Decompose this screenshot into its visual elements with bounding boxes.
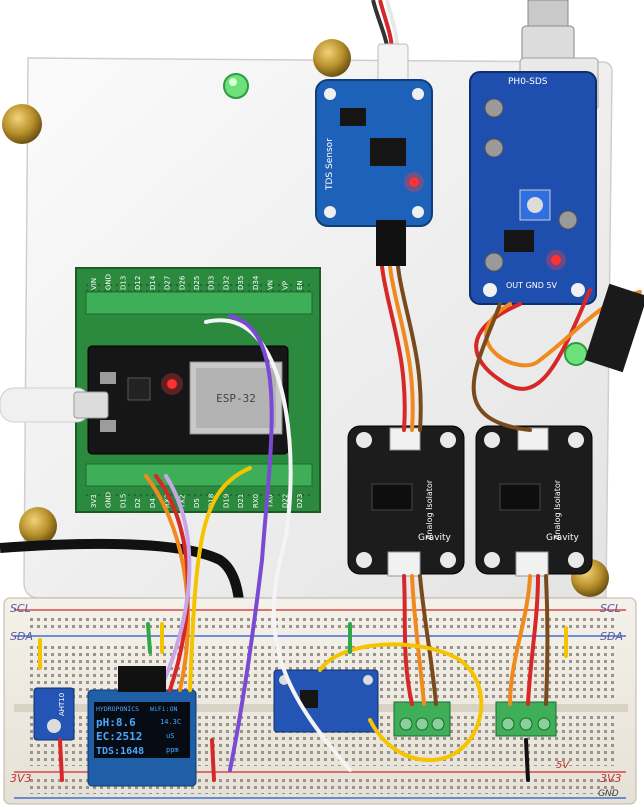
isolator-2-label: Analog Isolator: [553, 479, 562, 540]
pcb-bottom-pin-d21: D21: [237, 494, 245, 508]
pcb-bottom-pin-3v3: 3V3: [90, 494, 98, 508]
rail-left-sda: SDA: [10, 630, 33, 643]
pcb-top-pin-d14: D14: [149, 275, 157, 290]
rail-right-sda: SDA: [600, 630, 623, 643]
usb-cable: [0, 387, 109, 423]
pcb-top-pin-vn: VN: [267, 280, 275, 290]
pcb-top-pin-d27: D27: [164, 276, 172, 290]
esp32-devkit: ESP-32: [87, 345, 289, 455]
pcb-top-pin-d32: D32: [222, 276, 230, 290]
pcb-top-pin-d13: D13: [119, 276, 127, 290]
isolator-2-brand: Gravity: [546, 533, 580, 543]
screw-terminal-1: [393, 701, 451, 737]
pcb-top-pin-d25: D25: [193, 276, 201, 290]
pcb-top-pin-d34: D34: [252, 275, 260, 290]
pcb-top-pin-vp: VP: [281, 281, 289, 290]
tds-sensor-board: TDS Sensor: [315, 79, 433, 227]
adc-module: [273, 669, 379, 733]
oled-line1-temp: 14.3C: [160, 718, 181, 726]
tds-label: TDS Sensor: [325, 138, 335, 191]
pcb-top-pin-d33: D33: [208, 276, 216, 290]
analog-isolator-2: Analog Isolator Gravity: [475, 425, 593, 577]
oled-display: HYDROPONICS WiFi:ON pH:8.6 14.3C EC:2512…: [87, 689, 197, 787]
ph-board-pins: OUT GND 5V: [506, 281, 558, 290]
pcb-header-top-labels: VIN GND D13 D12 D14 D27 D26 D25 D33 D32 D35 D34 VN VP…: [90, 274, 304, 290]
oled-title-left: HYDROPONICS: [96, 705, 139, 713]
chip-label: ESP-32: [216, 392, 256, 405]
rail-bottom-gnd: GND: [598, 789, 619, 799]
green-led-right: [564, 342, 588, 366]
pcb-bottom-pin-d19: D19: [222, 494, 230, 508]
pcb-bottom-pin-d18: D18: [208, 494, 216, 508]
pcb-top-pin-d26: D26: [178, 275, 186, 290]
isolator-1-brand: Gravity: [418, 533, 452, 543]
green-led-top: [223, 73, 249, 99]
pcb-top-pin-en: EN: [296, 280, 304, 290]
rail-left-scl: SCL: [10, 602, 31, 615]
pcb-bottom-pin-d15: D15: [119, 494, 127, 508]
pcb-bottom-pin-tx2: TX2: [178, 494, 186, 509]
rail-right-scl: SCL: [600, 602, 621, 615]
oled-line2-unit: uS: [166, 732, 174, 740]
ph-board-label: PH0-SDS: [508, 77, 548, 87]
pcb-bottom-pin-gnd: GND: [105, 492, 113, 508]
pcb-bottom-pin-d22: D22: [281, 494, 289, 508]
rail-bottom-right-3v3: 3V3: [600, 772, 622, 785]
pcb-top-pin-gnd: GND: [105, 274, 113, 290]
oled-line3: TDS:1648: [96, 746, 144, 757]
pcb-bottom-pin-d23: D23: [296, 494, 304, 508]
pcb-bottom-pin-d4: D4: [149, 498, 157, 508]
pcb-bottom-pin-rx2: RX2: [164, 494, 172, 508]
pcb-bottom-pin-rx0: RX0: [252, 494, 260, 508]
rail-labels: SCL SDA SCL SDA 3V3 3V3 GND 5V: [10, 602, 623, 799]
oled-line2: EC:2512: [96, 730, 142, 743]
oled-line1: pH:8.6: [96, 716, 136, 729]
screw-terminal-2: [495, 701, 557, 737]
rail-bottom-5v: 5V: [556, 760, 570, 771]
oled-header: [118, 666, 166, 692]
rail-bottom-left-3v3: 3V3: [10, 772, 32, 785]
aht10-module: AHT10: [33, 687, 75, 741]
oled-line3-unit: ppm: [166, 746, 179, 754]
pcb-top-pin-vin: VIN: [90, 278, 98, 290]
ph-sensor-board: PH0-SDS OUT GND 5V: [469, 71, 597, 305]
jumper-wires: [38, 220, 644, 782]
pcb-bottom-pin-d5: D5: [193, 498, 201, 508]
oled-title-right: WiFi:ON: [150, 705, 177, 713]
isolator-1-label: Analog Isolator: [425, 479, 434, 540]
pcb-bottom-pin-d2: D2: [134, 498, 142, 508]
pcb-bottom-pin-tx0: TX0: [267, 494, 275, 509]
brass-standoffs: [2, 39, 609, 597]
pcb-top-pin-d35: D35: [237, 276, 245, 290]
pcb-header-bottom-labels: 3V3 GND D15 D2 D4 RX2 TX2 D5 D18 D19 D21 RX0 TX0 D22 D…: [90, 492, 304, 509]
pcb-top-pin-d12: D12: [134, 276, 142, 290]
aht10-label: AHT10: [58, 693, 66, 716]
analog-isolator-1: Analog Isolator Gravity: [347, 425, 465, 577]
